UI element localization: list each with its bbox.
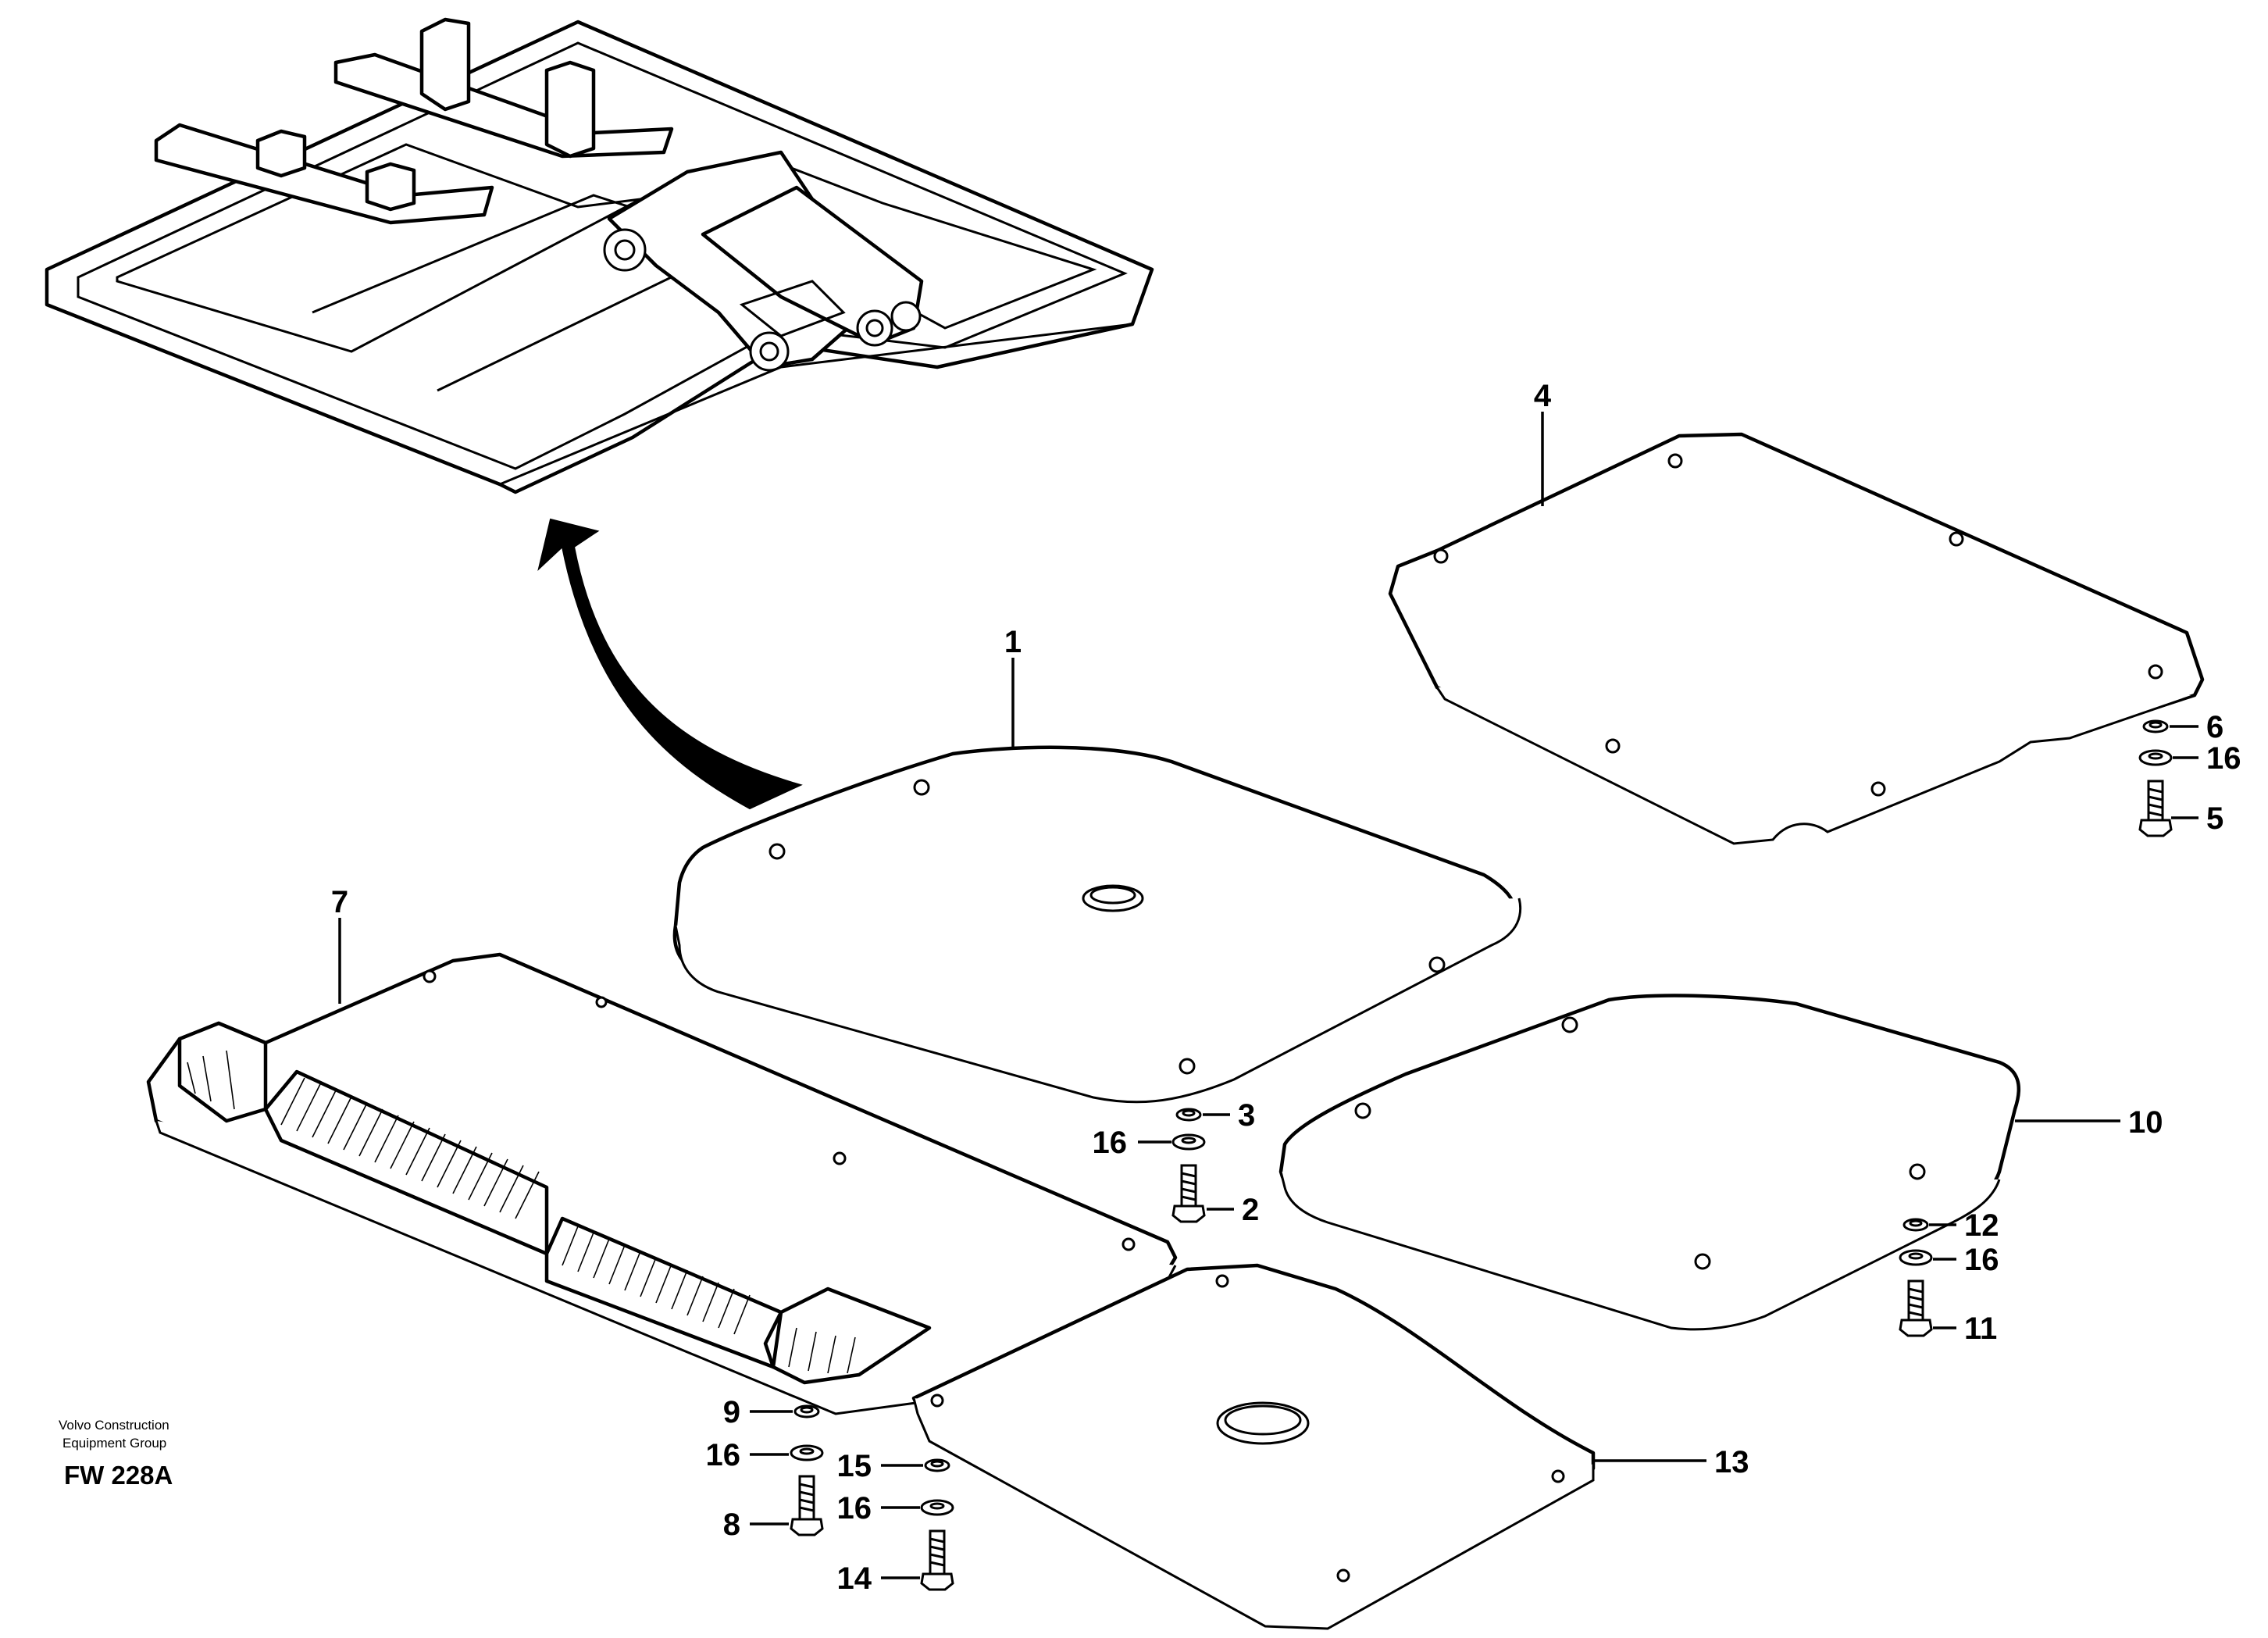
company-name-line-2: Equipment Group <box>62 1436 166 1451</box>
callout-14: 14 <box>837 1561 872 1596</box>
callout-11: 11 <box>1964 1311 1997 1346</box>
callout-9: 9 <box>723 1395 740 1429</box>
upper-frame-assembly <box>45 17 1154 494</box>
company-name-line-1: Volvo Construction <box>59 1418 169 1433</box>
fastener-stack-12-16-11 <box>1899 1218 1933 1337</box>
callout-7: 7 <box>331 885 348 919</box>
callout-8: 8 <box>723 1508 740 1542</box>
callout-16-e: 16 <box>837 1491 872 1526</box>
curved-arrow <box>537 518 803 810</box>
callout-6: 6 <box>2206 710 2223 744</box>
plate-part-1 <box>672 745 1522 1104</box>
leader-lines <box>338 412 2198 1579</box>
drawing-credit: Volvo Construction Equipment Group FW 22… <box>59 1418 173 1490</box>
callout-5: 5 <box>2206 801 2223 836</box>
callout-labels: 1 4 7 10 13 6 16 5 3 16 2 12 16 11 9 16 … <box>331 379 2241 1596</box>
callout-16-c: 16 <box>1964 1243 1999 1277</box>
callout-16-b: 16 <box>1093 1126 1128 1160</box>
fastener-stack-3-16-2 <box>1171 1108 1206 1223</box>
callout-13: 13 <box>1714 1445 1749 1479</box>
plate-part-4 <box>1388 432 2205 845</box>
drawing-code: FW 228A <box>64 1461 173 1490</box>
fastener-stack-6-16-5 <box>2138 719 2173 837</box>
callout-16-a: 16 <box>2206 741 2241 776</box>
callout-4: 4 <box>1534 379 1552 413</box>
callout-1: 1 <box>1004 625 1022 659</box>
plate-part-10 <box>1278 994 2021 1331</box>
plate-part-13 <box>911 1263 1596 1630</box>
fastener-stack-9-16-8 <box>790 1404 824 1536</box>
grille-cover-part-7 <box>146 952 1178 1415</box>
fastener-stack-15-16-14 <box>920 1458 954 1591</box>
callout-15: 15 <box>837 1449 872 1483</box>
callout-2: 2 <box>1242 1193 1259 1227</box>
callout-3: 3 <box>1238 1098 1255 1133</box>
callout-10: 10 <box>2128 1105 2163 1140</box>
callout-16-d: 16 <box>706 1438 741 1472</box>
callout-12: 12 <box>1964 1208 1999 1243</box>
